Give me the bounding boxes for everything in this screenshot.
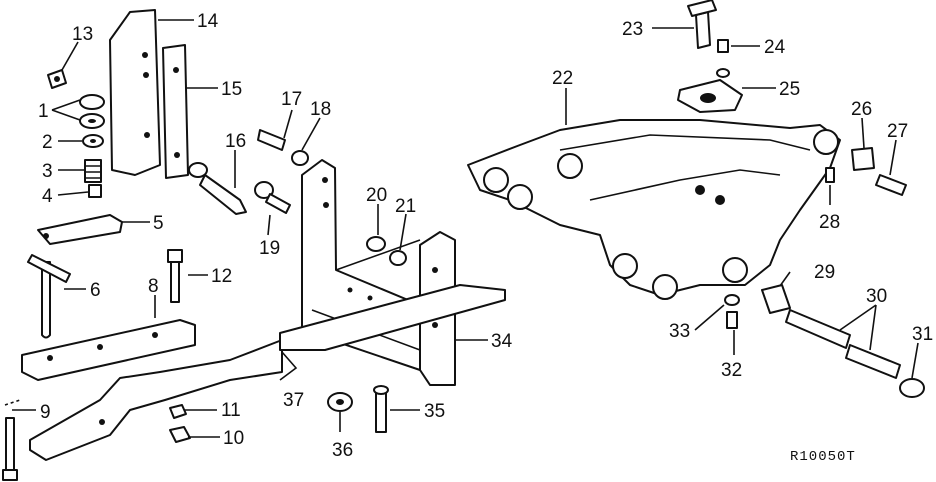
label-23: 23	[622, 19, 643, 40]
label-19: 19	[259, 238, 280, 259]
label-9: 9	[40, 402, 51, 423]
label-25: 25	[779, 79, 800, 100]
label-32: 32	[721, 360, 742, 381]
label-10: 10	[223, 428, 244, 449]
part-28-fitting	[825, 167, 835, 183]
label-6: 6	[90, 280, 101, 301]
part-number-labels: 13 1 2 3 4 5 6 8 12 9 11 10 14 15 16 17 …	[38, 11, 933, 461]
part-11-nut	[169, 404, 187, 419]
part-8-drawbar-plate	[21, 319, 196, 381]
label-15: 15	[221, 79, 242, 100]
part-17-screw	[257, 129, 286, 151]
part-27-pin	[875, 174, 907, 196]
part-31-cap	[899, 378, 925, 398]
label-20: 20	[366, 185, 387, 206]
label-22: 22	[552, 68, 573, 89]
part-21-washer	[389, 250, 407, 266]
label-11: 11	[221, 400, 241, 421]
label-36: 36	[332, 440, 353, 461]
part-5-strap	[37, 214, 123, 245]
part-3-spring	[84, 159, 102, 183]
part-25-plate	[677, 68, 743, 113]
part-2-washer	[82, 134, 104, 148]
part-36-clip	[327, 392, 353, 412]
label-14: 14	[197, 11, 219, 32]
part-37-crossbar	[279, 284, 506, 351]
label-33: 33	[669, 321, 690, 342]
label-3: 3	[42, 161, 53, 182]
label-35: 35	[424, 401, 445, 422]
label-31: 31	[912, 324, 933, 345]
label-28: 28	[819, 212, 840, 233]
part-13-nut	[47, 69, 67, 89]
part-33-washer	[724, 294, 740, 306]
part-20-washer	[366, 236, 386, 252]
part-37-drawbar	[29, 339, 283, 461]
part-1-bushings	[79, 94, 105, 129]
drawing-code: R10050T	[790, 449, 856, 465]
label-37: 37	[283, 390, 304, 411]
label-17: 17	[281, 89, 302, 110]
part-15-strap-plate	[162, 44, 189, 179]
part-18-washer	[291, 150, 309, 166]
part-26-bushing	[851, 147, 875, 171]
part-10-nut	[169, 426, 191, 443]
label-4: 4	[42, 186, 53, 207]
label-29: 29	[814, 262, 835, 283]
part-9-bolt	[2, 399, 21, 481]
label-2: 2	[42, 132, 53, 153]
part-14-side-plate	[109, 9, 161, 176]
part-30-pin-assembly	[785, 309, 901, 379]
part-32-bolt	[726, 311, 738, 329]
part-23-pin	[687, 0, 717, 49]
part-12-bolt	[167, 249, 183, 303]
part-6-pin	[27, 254, 71, 339]
label-5: 5	[153, 213, 164, 234]
part-4-spacer	[88, 184, 102, 198]
label-21: 21	[395, 196, 416, 217]
label-30: 30	[866, 286, 887, 307]
label-12: 12	[211, 266, 232, 287]
part-19-bolt	[254, 181, 291, 214]
label-27: 27	[887, 121, 908, 142]
part-29-bushing	[761, 284, 791, 314]
label-8: 8	[148, 276, 159, 297]
part-24-bolt	[717, 39, 729, 53]
part-16-bolt	[188, 162, 247, 215]
label-18: 18	[310, 99, 331, 120]
part-22-swing-frame	[467, 119, 841, 300]
label-26: 26	[851, 99, 872, 120]
leader-lines	[12, 19, 919, 438]
part-35-pin	[373, 385, 389, 433]
label-13: 13	[72, 24, 93, 45]
label-24: 24	[764, 37, 786, 58]
label-34: 34	[491, 331, 513, 352]
label-1: 1	[38, 101, 49, 122]
label-16: 16	[225, 131, 246, 152]
